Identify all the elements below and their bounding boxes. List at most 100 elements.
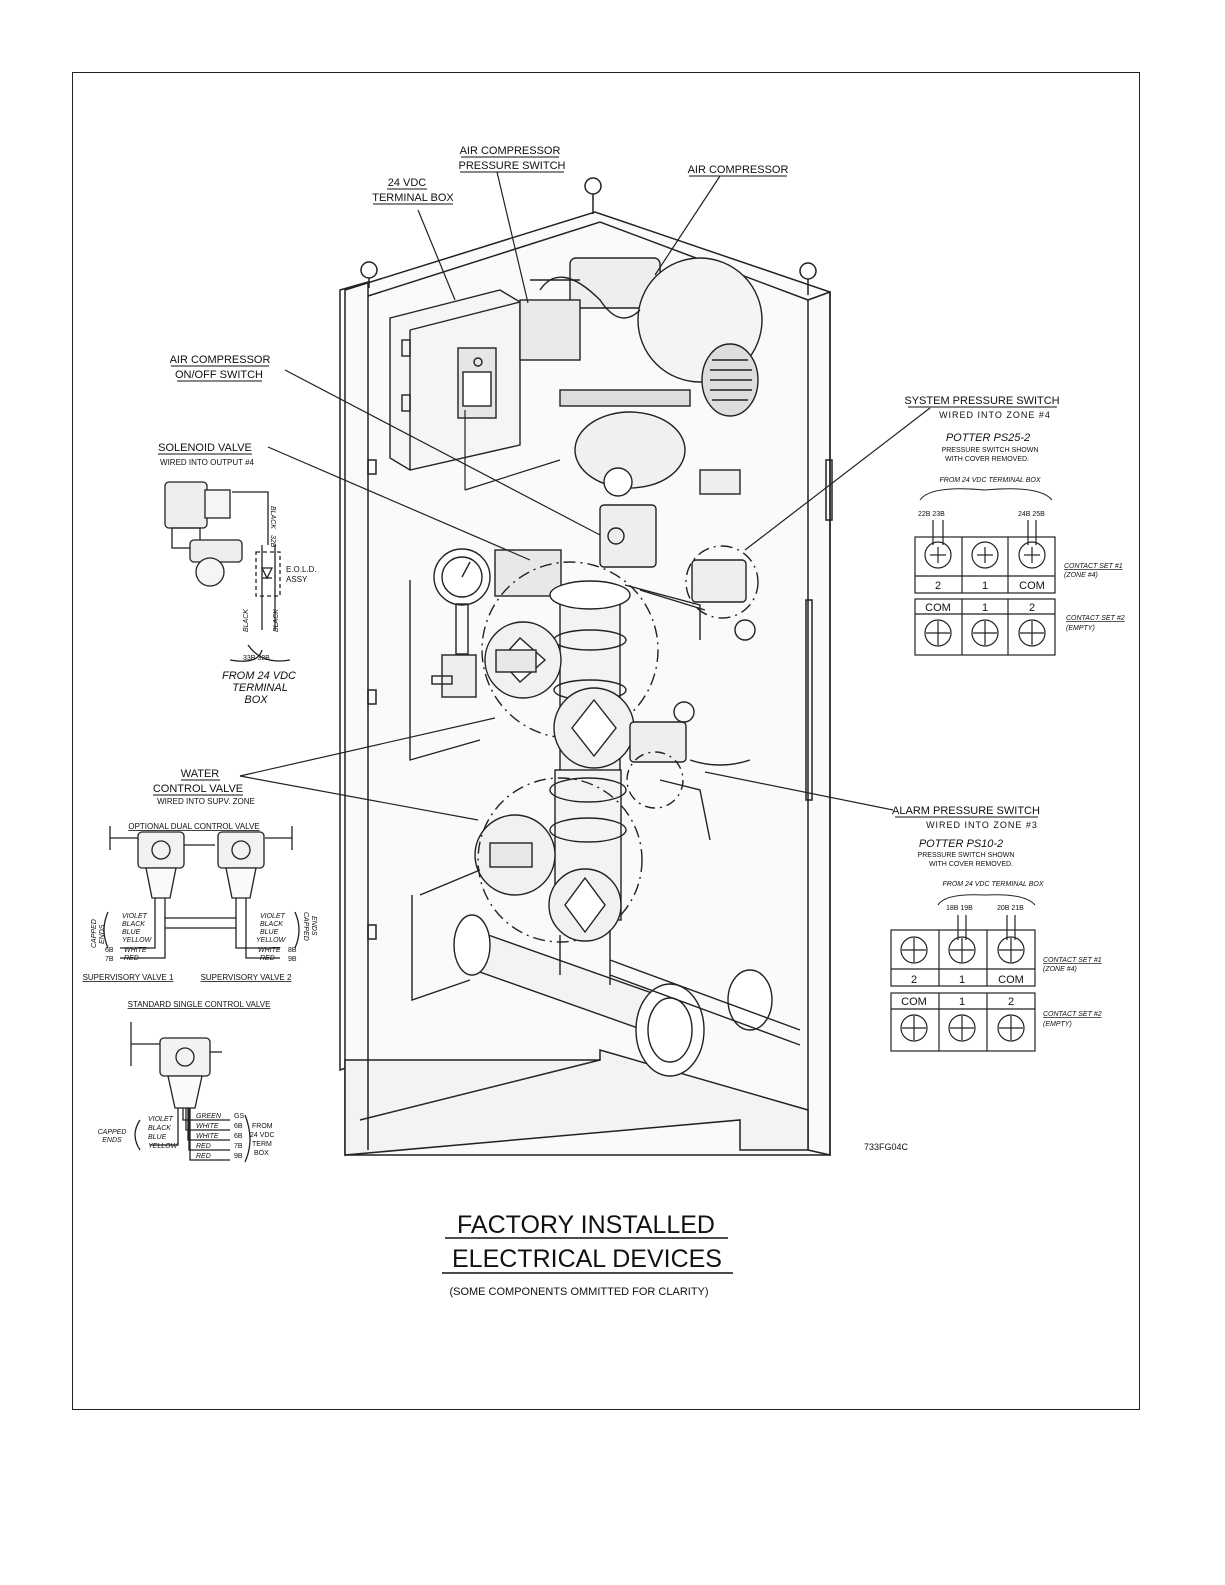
sys-set1-zone: (ZONE #4) <box>1064 572 1098 579</box>
sol-from-1: FROM 24 VDC <box>222 670 296 682</box>
sol-black-left: BLACK <box>243 609 250 632</box>
dual-capped-left-2: ENDS <box>99 924 106 944</box>
dual-lw6: RED <box>124 955 139 962</box>
dual-rw1: VIOLET <box>260 913 286 920</box>
sys-set1-t3: COM <box>1019 580 1045 592</box>
alm-wires-right: 20B 21B <box>997 905 1024 912</box>
alm-note-1: PRESSURE SWITCH SHOWN <box>918 852 1015 859</box>
leader-lines <box>239 171 931 821</box>
single-from-1: FROM <box>252 1123 273 1130</box>
single-rw2: WHITE <box>196 1123 219 1130</box>
riser-assembly-drawing <box>409 504 801 1077</box>
label-solenoid-sub: WIRED INTO OUTPUT #4 <box>160 458 254 467</box>
sys-note-2: WITH COVER REMOVED. <box>945 456 1029 463</box>
drawing-number: 733FG04C <box>864 1142 909 1152</box>
single-rw1: GREEN <box>196 1113 222 1120</box>
single-rw3: WHITE <box>196 1133 219 1140</box>
sys-from: FROM 24 VDC TERMINAL BOX <box>939 477 1040 484</box>
label-sps-sub: WIRED INTO ZONE #4 <box>939 410 1051 420</box>
single-capped-1: CAPPED <box>98 1129 127 1136</box>
sol-black: BLACK <box>269 506 276 529</box>
air-compressor-drawing <box>519 257 763 497</box>
sys-set1-label: CONTACT SET #1 <box>1064 563 1123 570</box>
label-acps-1: AIR COMPRESSOR <box>460 145 561 157</box>
alm-set2-t3: 2 <box>1008 996 1014 1008</box>
sys-set2-t3: 2 <box>1029 602 1035 614</box>
dual-rw4: YELLOW <box>256 937 287 944</box>
title-block: FACTORY INSTALLED ELECTRICAL DEVICES (SO… <box>442 1211 733 1298</box>
alm-set2-zone: (EMPTY) <box>1043 1021 1072 1028</box>
dual-title: OPTIONAL DUAL CONTROL VALVE <box>128 822 259 831</box>
dual-sv1: SUPERVISORY VALVE 1 <box>83 973 174 982</box>
title-line-2: ELECTRICAL DEVICES <box>452 1245 722 1273</box>
label-solenoid: SOLENOID VALVE <box>158 442 252 454</box>
dual-rw6: RED <box>260 955 275 962</box>
alarm-switch-detail: POTTER PS10-2 PRESSURE SWITCH SHOWN WITH… <box>890 838 1102 1052</box>
dual-valve-detail: OPTIONAL DUAL CONTROL VALVE VIOLET BLACK… <box>83 822 317 982</box>
title-line-1: FACTORY INSTALLED <box>457 1211 715 1239</box>
single-valve-detail: STANDARD SINGLE CONTROL VALVE VIOLET BLA… <box>98 1000 275 1163</box>
single-rn4: 7B <box>234 1143 243 1150</box>
dual-rw3: BLUE <box>260 929 279 936</box>
callouts: 24 VDC TERMINAL BOX AIR COMPRESSOR PRESS… <box>153 145 1060 1152</box>
label-onoff-1: AIR COMPRESSOR <box>170 354 271 366</box>
sol-from-2: TERMINAL <box>232 682 288 694</box>
alm-wires-left: 18B 19B <box>946 905 973 912</box>
single-lw4: YELLOW <box>148 1143 179 1150</box>
sol-black-right: BLACK <box>273 609 280 632</box>
dual-rw5: WHITE <box>258 947 281 954</box>
alm-set1-t3: COM <box>998 974 1024 986</box>
alm-set1-label: CONTACT SET #1 <box>1043 957 1102 964</box>
sys-set1-t1: 2 <box>935 580 941 592</box>
dual-rw2: BLACK <box>260 921 283 928</box>
single-lw2: BLACK <box>148 1125 171 1132</box>
single-title: STANDARD SINGLE CONTROL VALVE <box>128 1000 271 1009</box>
alm-set1-t1: 2 <box>911 974 917 986</box>
label-aps: ALARM PRESSURE SWITCH <box>892 805 1040 817</box>
dual-ln2: 7B <box>105 956 114 963</box>
alm-set1-zone: (ZONE #4) <box>1043 966 1077 973</box>
sys-set2-t1: COM <box>925 602 951 614</box>
sol-eold-1: E.O.L.D. <box>286 565 317 574</box>
dual-sv2: SUPERVISORY VALVE 2 <box>201 973 292 982</box>
label-wcv-sub: WIRED INTO SUPV. ZONE <box>157 797 255 806</box>
single-rn1: GS <box>234 1113 244 1120</box>
single-rw5: RED <box>196 1153 211 1160</box>
single-lw3: BLUE <box>148 1134 167 1141</box>
label-terminal-box-1: 24 VDC <box>388 177 427 189</box>
dual-capped-right-2: ENDS <box>310 916 317 936</box>
alm-model: POTTER PS10-2 <box>919 838 1003 850</box>
single-from-3: TERM <box>252 1141 272 1148</box>
sys-set2-label: CONTACT SET #2 <box>1066 615 1125 622</box>
sys-wires-right: 24B 25B <box>1018 511 1045 518</box>
sol-terminals: 33B 32B <box>243 655 270 662</box>
sys-set1-t2: 1 <box>982 580 988 592</box>
dual-rn1: 8B <box>288 947 297 954</box>
terminal-box-drawing <box>389 289 521 471</box>
dual-lw4: YELLOW <box>122 937 153 944</box>
dual-rn2: 9B <box>288 956 297 963</box>
alm-set2-label: CONTACT SET #2 <box>1043 1011 1102 1018</box>
drawing-frame <box>72 72 1140 1410</box>
dual-ln1: 6B <box>105 947 114 954</box>
sol-32b: 32B <box>269 535 276 548</box>
dual-lw3: BLUE <box>122 929 141 936</box>
single-rw4: RED <box>196 1143 211 1150</box>
alm-set2-t1: COM <box>901 996 927 1008</box>
sys-wires-left: 22B 23B <box>918 511 945 518</box>
label-wcv-1: WATER <box>181 768 220 780</box>
dual-capped-left-1: CAPPED <box>91 919 98 948</box>
single-rn5: 9B <box>234 1153 243 1160</box>
alm-set1-t2: 1 <box>959 974 965 986</box>
alm-note-2: WITH COVER REMOVED. <box>929 861 1013 868</box>
alm-set2-t2: 1 <box>959 996 965 1008</box>
alm-from: FROM 24 VDC TERMINAL BOX <box>942 881 1043 888</box>
single-capped-2: ENDS <box>102 1137 122 1144</box>
single-rn2: 6B <box>234 1123 243 1130</box>
label-air-compressor: AIR COMPRESSOR <box>688 164 789 176</box>
label-onoff-2: ON/OFF SWITCH <box>175 369 263 381</box>
single-from-4: BOX <box>254 1150 269 1157</box>
dual-lw5: WHITE <box>124 947 147 954</box>
sys-set2-zone: (EMPTY) <box>1066 625 1095 632</box>
